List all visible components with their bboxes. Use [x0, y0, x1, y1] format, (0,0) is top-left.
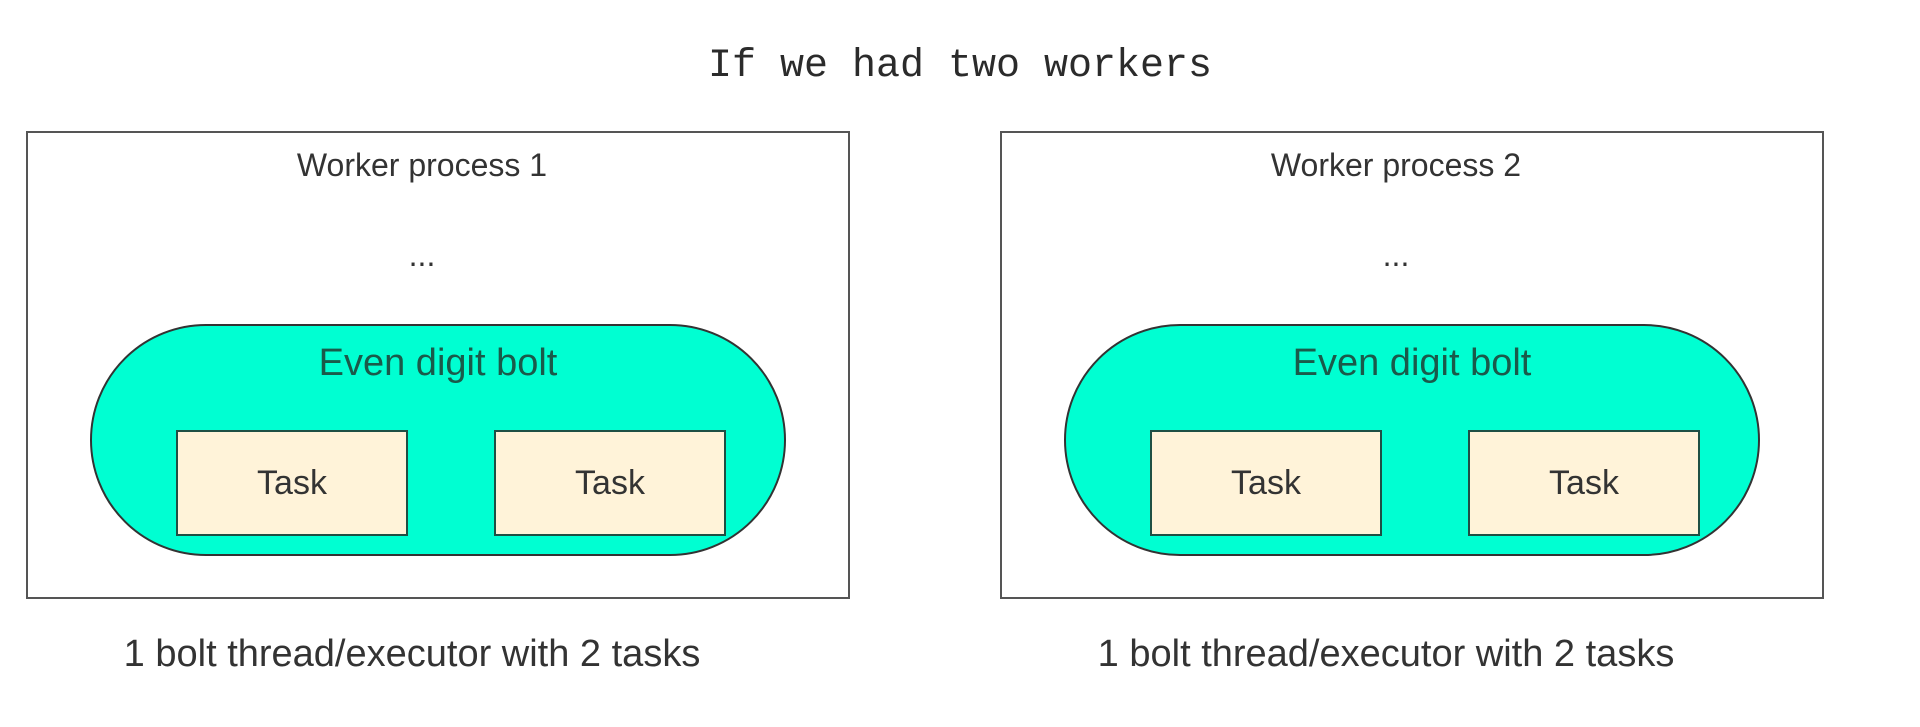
worker-2-task-1: Task [1150, 430, 1382, 536]
worker-1-task-1: Task [176, 430, 408, 536]
worker-2-even-digit-bolt: Even digit bolt Task Task [1064, 324, 1760, 556]
worker-process-1-ellipsis: ... [408, 237, 436, 273]
worker-process-1-box: Worker process 1 ... Even digit bolt Tas… [26, 131, 850, 599]
worker-2-bolt-label: Even digit bolt [1292, 342, 1532, 384]
worker-process-2-label: Worker process 2 [1270, 147, 1522, 183]
worker-2-task-2: Task [1468, 430, 1700, 536]
worker-1-bolt-label: Even digit bolt [318, 342, 558, 384]
worker-1-task-2: Task [494, 430, 726, 536]
worker-process-2-ellipsis: ... [1382, 237, 1410, 273]
worker-process-2-box: Worker process 2 ... Even digit bolt Tas… [1000, 131, 1824, 599]
worker-process-1-label: Worker process 1 [296, 147, 548, 183]
worker-1-caption: 1 bolt thread/executor with 2 tasks [123, 633, 701, 675]
worker-1-even-digit-bolt: Even digit bolt Task Task [90, 324, 786, 556]
diagram-title: If we had two workers [707, 44, 1213, 89]
worker-2-caption: 1 bolt thread/executor with 2 tasks [1097, 633, 1675, 675]
